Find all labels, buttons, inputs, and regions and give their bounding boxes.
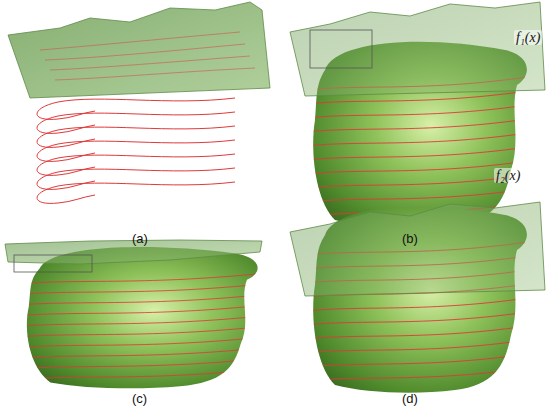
function-label: f₁(x) [514, 30, 542, 45]
contour-line [37, 182, 235, 203]
contour-line [305, 104, 535, 118]
contour-line [305, 297, 535, 311]
contour-line [18, 294, 266, 305]
panel-a [8, 2, 270, 203]
contour-line [18, 326, 266, 337]
function-label: f₂(x) [494, 168, 522, 183]
contour-line [18, 347, 266, 358]
contour-line [18, 273, 266, 284]
panel-c [5, 240, 266, 388]
contour-line [18, 337, 266, 348]
contour-line [305, 146, 535, 160]
contour-line [18, 358, 266, 369]
contour-line [305, 339, 535, 353]
contour-line [18, 305, 266, 316]
contour-line [305, 118, 535, 132]
contour-line [18, 369, 266, 380]
contour-line [37, 168, 235, 189]
contour-line [37, 154, 235, 175]
contour-line [305, 367, 535, 381]
contour-line [37, 140, 235, 161]
contour-line [37, 112, 235, 133]
contour-line [18, 284, 266, 295]
contour-line [37, 98, 235, 119]
contour-line [305, 325, 535, 339]
panel-caption: (c) [130, 392, 149, 406]
contour-line [305, 353, 535, 367]
contour-line [305, 188, 535, 202]
contour-line [305, 311, 535, 325]
panel-d [290, 202, 545, 393]
panel-caption: (d) [400, 392, 420, 406]
contour-line [18, 316, 266, 327]
panel-caption: (b) [400, 232, 420, 246]
panel-caption: (a) [130, 232, 150, 246]
contour-line [305, 132, 535, 146]
contour-line [37, 126, 235, 147]
panel-b [290, 2, 545, 228]
